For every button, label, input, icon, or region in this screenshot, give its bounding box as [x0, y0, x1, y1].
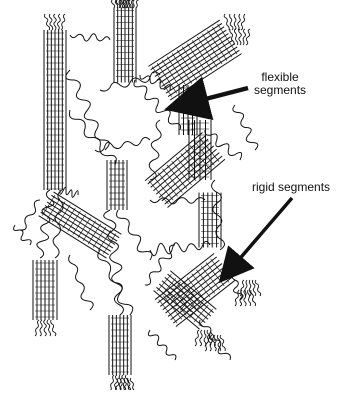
rigid-strand [162, 40, 233, 86]
rigid-segment-bundle [107, 160, 127, 210]
chain-end [204, 330, 206, 346]
rigid-strand [43, 209, 111, 251]
flexible-segments-label: flexible segments [254, 71, 306, 97]
chain-end [224, 14, 229, 30]
chain-end [130, 378, 135, 390]
flexible-segment-chain [212, 180, 225, 250]
chain-end [200, 330, 202, 346]
chain-end [51, 320, 56, 336]
flexible-segment-chain [233, 105, 258, 150]
chain-end [234, 29, 237, 45]
rigid-strand [154, 291, 200, 330]
rigid-segment-bundle [109, 315, 131, 375]
rigid-strand [168, 50, 239, 96]
flexible-segment-chain [69, 110, 116, 165]
chain-end [136, 0, 140, 8]
rigid-strand [164, 44, 235, 90]
chain-end [40, 320, 42, 336]
rigid-segment-bundle [145, 132, 225, 207]
chain-end [44, 14, 49, 30]
rigid-strand [41, 212, 109, 254]
chain-end [238, 14, 241, 30]
chain-end [239, 29, 242, 45]
flexible-segment-chain [148, 330, 176, 360]
rigid-segment-bundle [199, 193, 221, 248]
flexible-segments-arrow [186, 88, 248, 104]
rigid-strand [157, 33, 228, 79]
rigid-segment-bundles [33, 8, 242, 376]
chain-end [133, 0, 135, 8]
chain-end [241, 14, 245, 30]
chain-end [249, 280, 251, 296]
flexible-segment-chain [149, 120, 161, 180]
flexible-segment-chain [117, 210, 152, 260]
rigid-segments-label: rigid segments [252, 181, 330, 194]
flexible-segment-chain [20, 200, 40, 230]
rigid-segment-bundle [33, 260, 57, 320]
rigid-strand [148, 20, 219, 66]
rigid-segment-bundle [154, 271, 217, 329]
chain-end [243, 29, 246, 45]
chain-end [234, 14, 236, 30]
rigid-strand [159, 37, 230, 83]
chain-end [245, 280, 247, 296]
rigid-strand [155, 30, 226, 76]
rigid-strand [153, 27, 224, 73]
chain-end [109, 0, 114, 8]
flexible-segment-chain [66, 70, 110, 150]
rigid-segment-bundle [189, 120, 211, 180]
rigid-strand [45, 205, 113, 247]
flexible-segment-chain [53, 190, 63, 258]
chain-end [115, 378, 119, 390]
flexible-label-line2: segments [254, 84, 306, 97]
chain-end [47, 320, 51, 336]
rigid-segment-bundle [114, 8, 136, 83]
flexible-segment-chain [14, 225, 32, 245]
chain-end [230, 14, 233, 30]
chain-end [246, 29, 250, 45]
chain-end [110, 375, 114, 390]
chain-end [35, 320, 39, 336]
chain-end [61, 14, 65, 30]
flexible-segment-chain [100, 72, 160, 91]
chain-end [195, 330, 199, 346]
flexible-segment-chain [70, 34, 110, 41]
rigid-strand [151, 23, 222, 69]
rigid-segment-bundle [44, 30, 66, 190]
rigid-strand [166, 47, 237, 93]
chain-end [57, 14, 60, 30]
chain-end [54, 14, 57, 30]
chain-end [44, 320, 47, 336]
flexible-segment-chain [205, 130, 242, 160]
rigid-segments-arrow [230, 198, 292, 270]
flexible-segment-chain [69, 255, 94, 310]
flexible-segment-chain [145, 245, 175, 285]
rigid-segment-bundle [39, 192, 122, 258]
flexible-segment-chain [98, 250, 133, 315]
flexible-segment-chain [104, 210, 124, 315]
